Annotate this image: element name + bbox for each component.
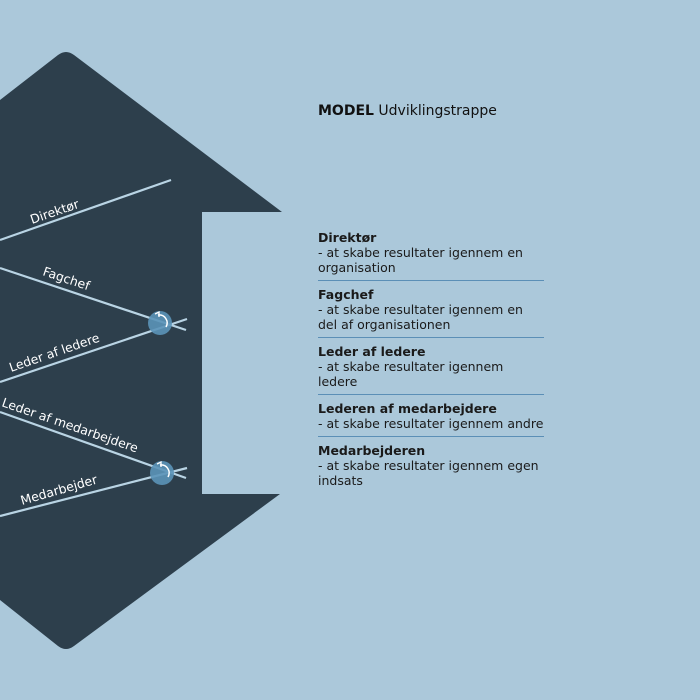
item-text: - at skabe resultater igennem egen indsa…: [318, 458, 539, 488]
list-item: Direktør- at skabe resultater igennem en…: [318, 230, 544, 281]
item-heading: Direktør: [318, 230, 377, 245]
title-bold: MODEL: [318, 103, 374, 119]
item-text: - at skabe resultater igennem en organis…: [318, 245, 523, 275]
title-rest: Udviklingstrappe: [378, 103, 497, 119]
page-title: MODEL Udviklingstrappe: [318, 103, 497, 119]
list-item: Fagchef- at skabe resultater igennem en …: [318, 287, 544, 338]
role-descriptions: Direktør- at skabe resultater igennem en…: [318, 230, 544, 499]
cycle-icon: [148, 310, 172, 335]
item-text: - at skabe resultater igennem en del af …: [318, 302, 523, 332]
list-item: Medarbejderen- at skabe resultater igenn…: [318, 443, 544, 493]
item-text: - at skabe resultater igennem andre: [318, 416, 544, 431]
item-heading: Lederen af medarbejdere: [318, 401, 497, 416]
arrow-shape: [0, 52, 282, 649]
list-item: Leder af ledere- at skabe resultater ige…: [318, 344, 544, 395]
list-item: Lederen af medarbejdere- at skabe result…: [318, 401, 544, 437]
item-heading: Leder af ledere: [318, 344, 426, 359]
item-text: - at skabe resultater igennem ledere: [318, 359, 504, 389]
step-line-direktor: [0, 178, 172, 242]
item-heading: Fagchef: [318, 287, 374, 302]
item-heading: Medarbejderen: [318, 443, 426, 458]
cycle-icon: [150, 460, 174, 485]
